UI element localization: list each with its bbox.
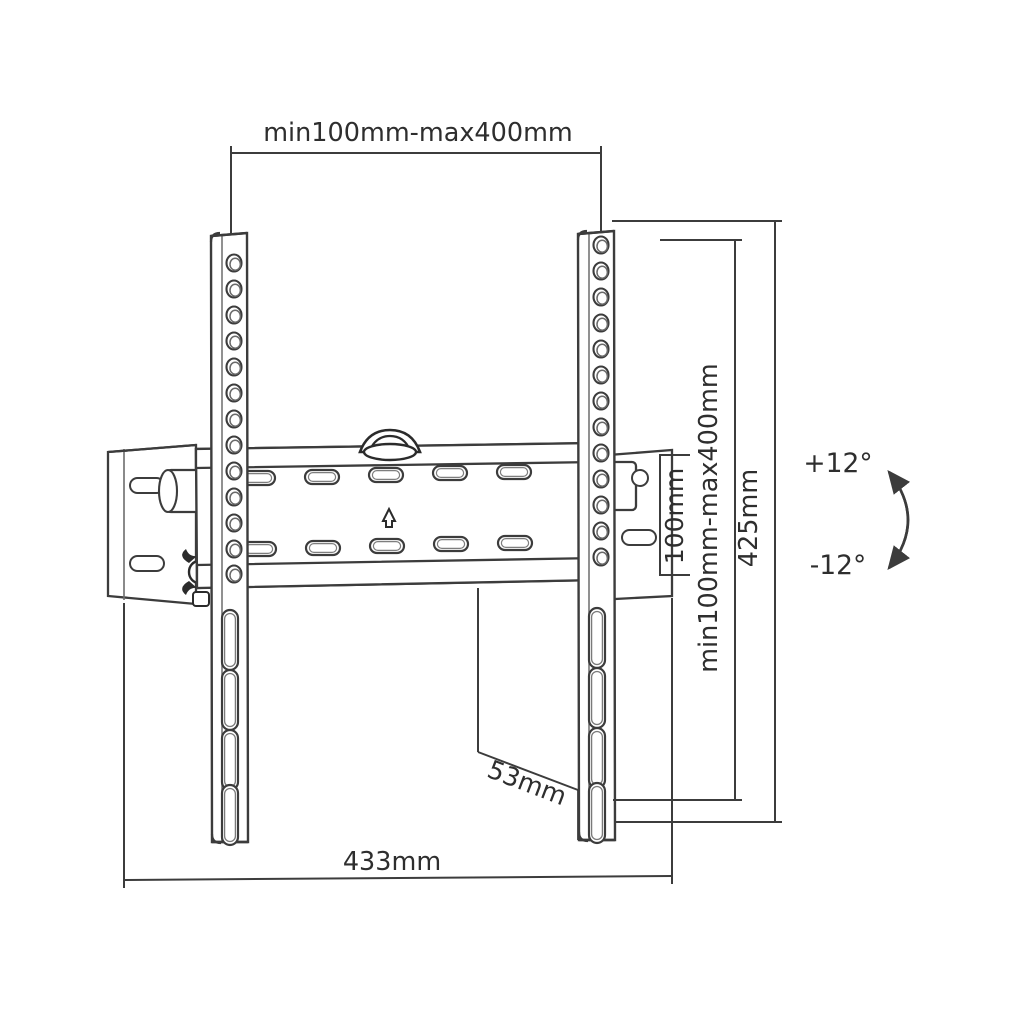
vertical-rail-right [576, 229, 617, 845]
rail-right-slots [587, 606, 607, 845]
dimension-depth-label: 53mm [483, 755, 570, 812]
tilt-up-label: +12° [803, 448, 872, 479]
dimension-plate-height-label: 100mm [660, 468, 689, 564]
dimension-overall-width: 433mm [123, 598, 673, 888]
dimension-overall-width-label: 433mm [343, 847, 441, 877]
dimension-top-width: min100mm-max400mm [230, 118, 602, 240]
dimension-overall-height: 425mm [612, 220, 782, 823]
dimension-vesa-height-label: min100mm-max400mm [694, 363, 724, 673]
dimension-overall-height-label: 425mm [734, 469, 764, 567]
center-plate [194, 428, 599, 590]
center-orientation-arrow-icon [381, 506, 397, 528]
dimension-vesa-height: min100mm-max400mm [613, 239, 742, 801]
dimension-plate-height: 100mm [659, 454, 690, 576]
dimension-depth: 53mm [477, 588, 579, 840]
rail-left-slots [220, 608, 240, 847]
dimension-top-width-label: min100mm-max400mm [263, 118, 573, 148]
top-hook-tab [358, 428, 422, 462]
vertical-rail-left [209, 231, 250, 847]
tilt-curved-arrow-icon [887, 469, 911, 571]
tilt-down-label: -12° [810, 550, 867, 581]
tilt-angle-indicator: +12° -12° [803, 448, 911, 581]
